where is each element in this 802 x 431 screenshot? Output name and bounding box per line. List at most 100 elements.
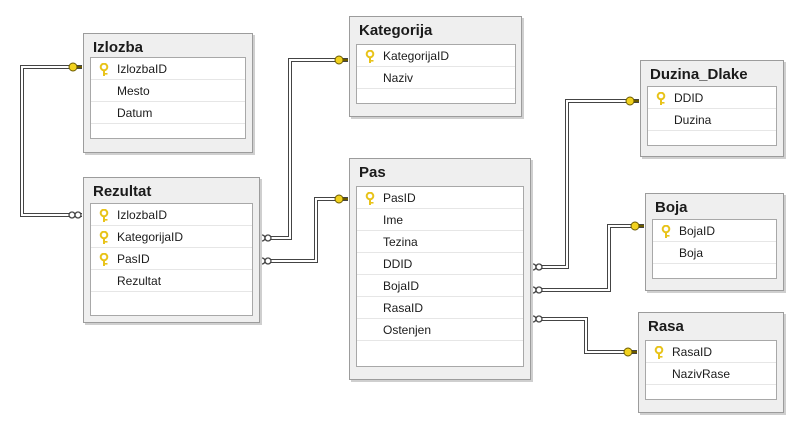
column-row[interactable]: RasaID	[646, 341, 776, 363]
primary-key-icon	[365, 49, 375, 63]
column-name: BojaID	[679, 224, 716, 238]
column-list-padding	[357, 89, 515, 103]
column-list: KategorijaID Naziv	[356, 44, 516, 104]
column-row[interactable]: Rezultat	[91, 270, 252, 292]
relationship-line	[258, 197, 348, 263]
table-title: Pas	[359, 164, 386, 181]
many-end-symbol	[535, 315, 543, 323]
column-name: Rezultat	[117, 274, 162, 288]
primary-key-icon	[654, 345, 664, 359]
relationship-line	[20, 65, 82, 217]
column-name: Mesto	[117, 84, 150, 98]
column-row[interactable]: Ostenjen	[357, 319, 523, 341]
column-row[interactable]: PasID	[357, 187, 523, 209]
primary-key-icon	[99, 230, 109, 244]
relationship-line	[529, 99, 639, 269]
column-list-padding	[646, 385, 776, 399]
relationship-line	[529, 317, 637, 354]
column-row[interactable]: RasaID	[357, 297, 523, 319]
many-end-symbol	[535, 263, 543, 271]
column-list-padding	[91, 124, 245, 138]
column-row[interactable]: Duzina	[648, 109, 776, 131]
relationship-line	[258, 58, 348, 240]
column-row[interactable]: KategorijaID	[91, 226, 252, 248]
column-row[interactable]: Datum	[91, 102, 245, 124]
column-name: DDID	[674, 91, 704, 105]
one-end-key-symbol	[623, 347, 633, 357]
relationship-line	[529, 224, 644, 292]
column-row[interactable]: BojaID	[357, 275, 523, 297]
column-name: KategorijaID	[117, 230, 184, 244]
primary-key-icon	[365, 191, 375, 205]
one-end-key-symbol	[68, 62, 78, 72]
relationship-line-inner	[529, 318, 637, 353]
one-end-key-symbol	[630, 221, 640, 231]
column-row[interactable]: BojaID	[653, 220, 776, 242]
many-end-symbol	[535, 286, 543, 294]
column-row[interactable]: KategorijaID	[357, 45, 515, 67]
column-name: IzlozbaID	[117, 208, 168, 222]
relationship-line-inner	[258, 59, 348, 239]
one-end-key-symbol	[334, 194, 344, 204]
relationship-line-inner	[529, 100, 639, 268]
column-row[interactable]: PasID	[91, 248, 252, 270]
column-name: RasaID	[672, 345, 713, 359]
column-row[interactable]: IzlozbaID	[91, 204, 252, 226]
relationship-line-inner	[258, 198, 348, 262]
column-list: IzlozbaID KategorijaID PasID Rezultat	[90, 203, 253, 316]
column-name: Tezina	[383, 235, 418, 249]
one-end-key-symbol	[625, 96, 635, 106]
column-row[interactable]: Boja	[653, 242, 776, 264]
table-title: Izlozba	[93, 39, 144, 56]
column-name: BojaID	[383, 279, 420, 293]
column-name: DDID	[383, 257, 413, 271]
column-row[interactable]: Mesto	[91, 80, 245, 102]
column-list-padding	[653, 264, 776, 278]
column-name: Ime	[383, 213, 404, 227]
column-list: BojaID Boja	[652, 219, 777, 279]
table-title: Rezultat	[93, 183, 152, 200]
column-name: NazivRase	[672, 367, 731, 381]
column-list-padding	[648, 131, 776, 145]
column-row[interactable]: Tezina	[357, 231, 523, 253]
primary-key-icon	[99, 252, 109, 266]
column-name: PasID	[383, 191, 416, 205]
column-row[interactable]: NazivRase	[646, 363, 776, 385]
primary-key-icon	[656, 91, 666, 105]
column-list: DDID Duzina	[647, 86, 777, 146]
column-name: Datum	[117, 106, 153, 120]
column-name: Ostenjen	[383, 323, 432, 337]
table-title: Boja	[655, 199, 688, 216]
column-row[interactable]: IzlozbaID	[91, 58, 245, 80]
column-name: RasaID	[383, 301, 424, 315]
column-row[interactable]: Naziv	[357, 67, 515, 89]
relationship-line-inner	[529, 225, 644, 291]
column-row[interactable]: Ime	[357, 209, 523, 231]
column-name: IzlozbaID	[117, 62, 168, 76]
many-end-symbol	[264, 257, 272, 265]
column-row[interactable]: DDID	[648, 87, 776, 109]
table-title: Kategorija	[359, 22, 433, 39]
primary-key-icon	[99, 62, 109, 76]
primary-key-icon	[99, 208, 109, 222]
column-list-padding	[91, 292, 252, 315]
column-row[interactable]: DDID	[357, 253, 523, 275]
column-name: Naziv	[383, 71, 414, 85]
primary-key-icon	[661, 224, 671, 238]
table-title: Rasa	[648, 318, 684, 335]
column-name: KategorijaID	[383, 49, 450, 63]
column-name: PasID	[117, 252, 150, 266]
column-list-padding	[357, 341, 523, 366]
many-end-symbol	[74, 211, 82, 219]
